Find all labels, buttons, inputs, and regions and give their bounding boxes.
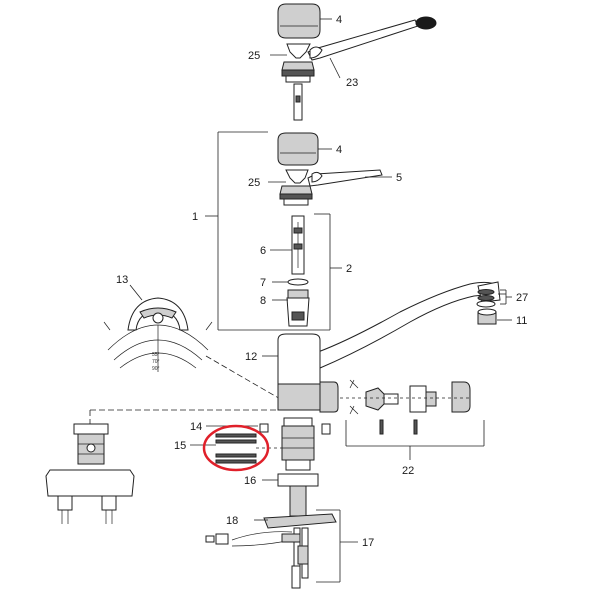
label-11: 11 bbox=[516, 315, 527, 327]
angle-55: 55° bbox=[152, 352, 160, 358]
label-7: 7 bbox=[260, 277, 266, 289]
angle-70: 70° bbox=[152, 359, 160, 365]
label-17: 17 bbox=[362, 537, 374, 549]
label-15: 15 bbox=[174, 440, 186, 452]
highlight-circle bbox=[202, 424, 270, 472]
seals-15 bbox=[215, 433, 282, 464]
label-6: 6 bbox=[260, 245, 266, 257]
valve-group-22 bbox=[340, 379, 472, 435]
mounting-16 bbox=[277, 473, 319, 517]
mounting-18 bbox=[205, 513, 337, 589]
cap-top bbox=[277, 3, 321, 39]
label-23: 23 bbox=[346, 77, 358, 89]
lever-top-assembly bbox=[281, 43, 315, 121]
body-12 bbox=[277, 333, 339, 413]
label-4-top: 4 bbox=[336, 14, 342, 26]
label-4-mid: 4 bbox=[336, 144, 342, 156]
label-12: 12 bbox=[245, 351, 257, 363]
cap-mid bbox=[277, 132, 319, 166]
lever-mid-assembly bbox=[279, 169, 313, 206]
label-16: 16 bbox=[244, 475, 256, 487]
label-1: 1 bbox=[192, 211, 198, 223]
label-22: 22 bbox=[402, 465, 414, 477]
label-8: 8 bbox=[260, 295, 266, 307]
label-5: 5 bbox=[396, 172, 402, 184]
spout bbox=[317, 281, 501, 369]
label-14: 14 bbox=[190, 421, 202, 433]
cartridge-8 bbox=[286, 289, 310, 327]
spindle-6 bbox=[291, 215, 305, 275]
label-27: 27 bbox=[516, 292, 528, 304]
lower-body bbox=[259, 417, 331, 471]
oring-7 bbox=[287, 278, 309, 286]
label-2: 2 bbox=[346, 263, 352, 275]
label-13: 13 bbox=[116, 274, 128, 286]
angle-90: 90° bbox=[152, 366, 160, 372]
label-25-top: 25 bbox=[248, 50, 260, 62]
lever-handle-5 bbox=[307, 169, 383, 187]
angle-detail-13: 55° 70° 90° bbox=[103, 297, 213, 372]
lever-handle-23 bbox=[307, 16, 437, 61]
label-25-mid: 25 bbox=[248, 177, 260, 189]
side-view-base bbox=[45, 423, 135, 524]
label-18: 18 bbox=[226, 515, 238, 527]
aerator-parts bbox=[476, 289, 497, 325]
